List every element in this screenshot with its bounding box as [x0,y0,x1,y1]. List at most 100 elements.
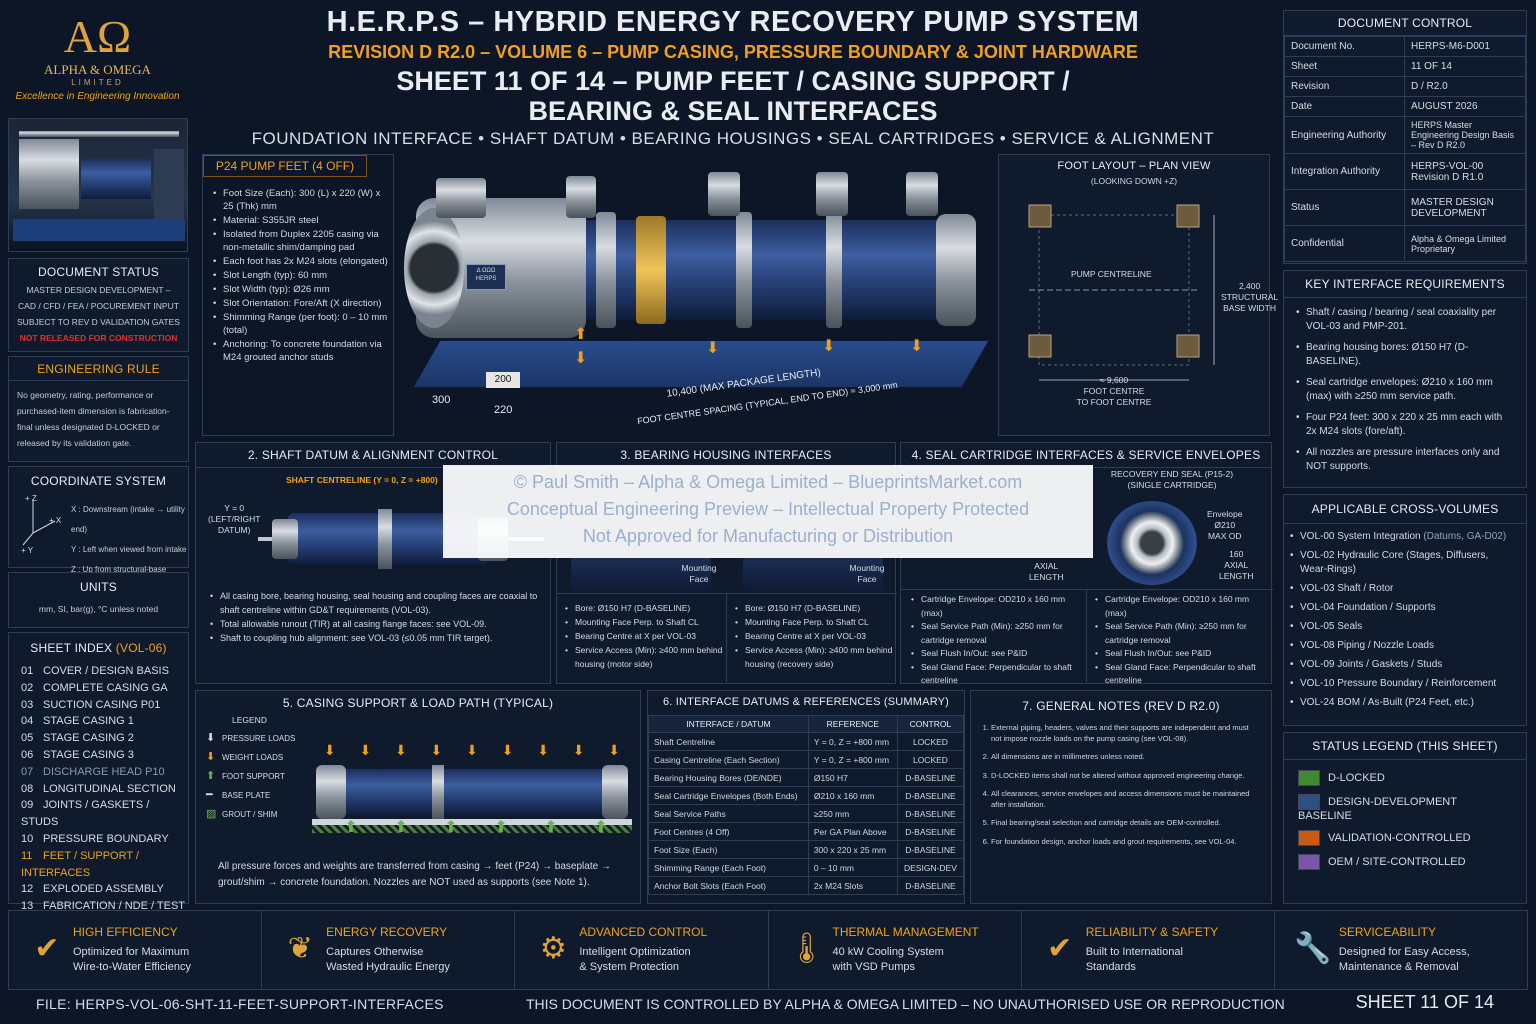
foot-layout-diagram [1028,204,1215,381]
key-requirements-list: Shaft / casing / bearing / seal coaxiali… [1284,298,1526,474]
sheet-index-number: 05 [21,732,34,745]
status-legend-item: OEM / SITE-CONTROLLED [1298,854,1512,870]
pump-feet-title: P24 PUMP FEET (4 OFF) [203,155,367,177]
shaft-datum-item: Shaft to coupling hub alignment: see VOL… [210,631,540,645]
company-tagline: Excellence in Engineering Innovation [15,91,180,102]
cross-volume-item[interactable]: VOL-05 Seals [1290,620,1518,634]
feature-line-1: Designed for Easy Access, [1338,946,1470,958]
general-note-item: D-LOCKED items shall not be altered with… [991,771,1261,782]
recovery-seal-title: RECOVERY END SEAL (P15-2) [1110,469,1234,479]
feature-line-2: Wasted Hydraulic Energy [326,961,450,973]
watermark-line-2: Conceptual Engineering Preview – Intelle… [506,499,1030,519]
footer-notice: THIS DOCUMENT IS CONTROLLED BY ALPHA & O… [526,996,1285,1012]
cross-volume-item[interactable]: VOL-03 Shaft / Rotor [1290,582,1518,596]
coord-y-text: Y : Left when viewed from intake [71,545,187,554]
envelope-diameter: Ø210 [1214,520,1236,530]
pump-casing-render: Δ ΩΩΩ HERPS ⬆ ⬇ ⬇ ⬇ ⬇ 200 300 220 10,400… [396,160,994,438]
document-control-value: Alpha & Omega Limited Proprietary [1404,225,1526,262]
document-control-value: HERPS-VOL-00 Revision D R1.0 [1404,153,1526,190]
interface-datums-panel: 6. INTERFACE DATUMS & REFERENCES (SUMMAR… [647,690,965,904]
load-legend-item: ━BASE PLATE [206,786,295,805]
pump-centreline-label: PUMP CENTRELINE [1071,269,1152,279]
seal-right-list: Cartridge Envelope: OD210 x 160 mm (max)… [1095,593,1269,688]
sheet-subtitle: FOUNDATION INTERFACE • SHAFT DATUM • BEA… [251,129,1215,148]
base-width-label-1: STRUCTURAL [1221,292,1279,302]
axis-y-label: + Y [21,546,34,555]
general-note-item: Final bearing/seal selection and cartrid… [991,818,1261,829]
sheet-index-label: STAGE CASING 1 [43,715,134,728]
interface-datums-title: 6. INTERFACE DATUMS & REFERENCES (SUMMAR… [662,696,950,708]
feature-title: RELIABILITY & SAFETY [1085,925,1219,939]
foot-spacing-label-1: FOOT CENTRE [1083,386,1145,396]
cross-volume-item[interactable]: VOL-00 System Integration (Datums, GA-D0… [1290,530,1518,544]
cross-volume-name: VOL-04 Foundation / Supports [1300,602,1436,613]
document-control-key: Integration Authority [1284,153,1405,190]
document-control-title: DOCUMENT CONTROL [1284,11,1526,36]
cross-volume-item[interactable]: VOL-10 Pressure Boundary / Reinforcement [1290,677,1518,691]
seal-cartridge-render [1107,501,1197,585]
sheet-index-title: SHEET INDEX [30,641,113,655]
seal-interface-item: Cartridge Envelope: OD210 x 160 mm (max) [1095,593,1269,620]
cross-volume-item[interactable]: VOL-02 Hydraulic Core (Stages, Diffusers… [1290,549,1518,577]
leaf-icon: ❦ [287,932,313,965]
cross-volume-name: VOL-02 Hydraulic Core (Stages, Diffusers… [1300,550,1489,575]
document-control-key: Revision [1284,76,1405,97]
shield-check-icon: ✔ [34,932,60,965]
cross-volume-item[interactable]: VOL-24 BOM / As-Built (P24 Feet, etc.) [1290,696,1518,710]
table-cell: D-BASELINE [896,804,965,823]
pump-feet-item: Slot Orientation: Fore/Aft (X direction) [213,297,391,310]
foot-load-arrow: ⬆ [574,326,588,343]
feature-line-1: 40 kW Cooling System [832,946,944,958]
sheet-index-label: STAGE CASING 3 [43,748,134,761]
bearing-interface-item: Mounting Face Perp. to Shaft CL [565,615,723,629]
feature-line-1: Captures Otherwise [326,946,424,958]
copyright-watermark: © Paul Smith – Alpha & Omega Limited – B… [443,465,1093,558]
cross-volume-name: VOL-10 Pressure Boundary / Reinforcement [1300,678,1497,689]
load-path-render: ⬇⬇⬇⬇⬇⬇⬇⬇⬇ [312,725,632,841]
status-legend-label: OEM / SITE-CONTROLLED [1328,855,1466,868]
cross-volume-item[interactable]: VOL-08 Piping / Nozzle Loads [1290,639,1518,653]
axial-length-label-1: AXIAL [1224,560,1249,570]
mounting-face-left: Mounting Face [681,563,717,584]
table-cell: Anchor Bolt Slots (Each Foot) [648,876,809,895]
coord-x-text: X : Downstream (intake → utility end) [71,505,185,534]
status-line-2: CAD / CFD / FEA / POCUREMENT INPUT [18,301,179,311]
cross-volume-item[interactable]: VOL-09 Joints / Gaskets / Studs [1290,658,1518,672]
general-note-item: All clearances, service envelopes and ac… [991,789,1261,810]
sheet-index-number: 03 [21,698,34,711]
shield-check-icon: ✔ [1047,932,1073,965]
load-legend-symbol: ━ [206,789,213,801]
document-control-value: HERPS-M6-D001 [1404,36,1526,57]
engineering-rule-panel: ENGINEERING RULE No geometry, rating, pe… [8,356,189,462]
table-cell: Y = 0, Z = +800 mm [807,732,898,751]
units-panel: UNITS mm, SI, bar(g), °C unless noted [8,572,189,628]
shaft-datum-list: All casing bore, bearing housing, seal h… [210,589,540,645]
table-cell: Casing Centreline (Each Section) [648,750,809,769]
mounting-face-right: Mounting Face [849,563,885,584]
pump-feet-item: Slot Length (typ): 60 mm [213,269,391,282]
table-cell: Shaft Centreline [648,732,809,751]
cross-volume-item[interactable]: VOL-04 Foundation / Supports [1290,601,1518,615]
seal-interface-item: Cartridge Envelope: OD210 x 160 mm (max) [911,593,1085,620]
table-cell: D-BASELINE [896,822,965,841]
logo-panel: AΩ ALPHA & OMEGA LIMITED Excellence in E… [6,6,189,114]
load-legend-symbol: ⬇ [206,732,216,744]
table-cell: Seal Cartridge Envelopes (Both Ends) [648,786,809,805]
